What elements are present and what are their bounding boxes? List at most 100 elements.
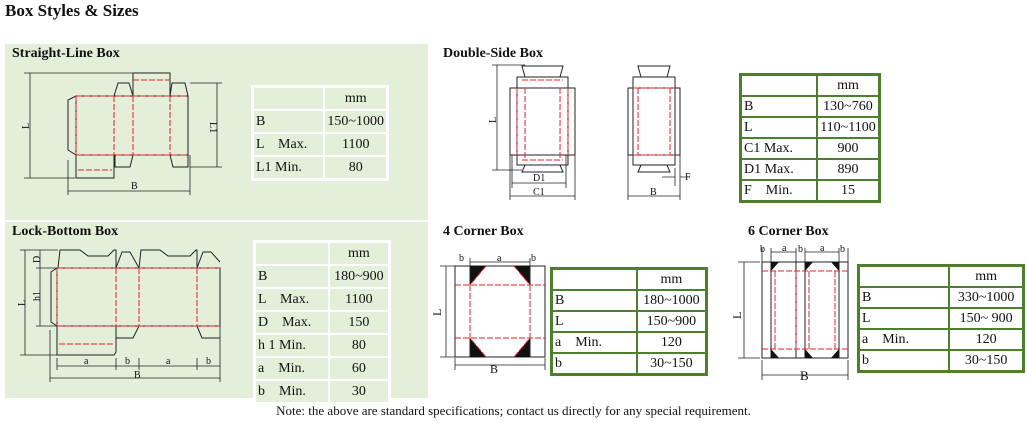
- label-b: b: [531, 253, 536, 264]
- table-row: D Max.150: [253, 310, 391, 335]
- param-cell: L: [550, 310, 638, 333]
- label-D1: D1: [533, 173, 545, 184]
- label-h1: h1: [32, 291, 43, 301]
- label-b: b: [459, 253, 464, 264]
- label-b: b: [840, 244, 845, 255]
- param-cell: L Max.: [251, 132, 326, 157]
- param-cell: a Min.: [857, 328, 951, 351]
- value-cell: 150~900: [635, 310, 708, 333]
- four-corner-title: 4 Corner Box: [443, 224, 524, 239]
- table-header-row: mm: [857, 264, 1025, 288]
- param-cell: L Max.: [253, 287, 330, 312]
- value-cell: 150: [327, 310, 391, 335]
- label-B: B: [490, 362, 498, 376]
- label-b: b: [760, 244, 765, 255]
- empty-header-cell: [857, 264, 951, 288]
- table-header-row: mm: [251, 85, 389, 111]
- label-L: L: [430, 309, 444, 316]
- table-header-row: mm: [253, 240, 391, 266]
- value-cell: 130~760: [815, 95, 881, 118]
- six-corner-title: 6 Corner Box: [748, 224, 829, 239]
- value-cell: 30~150: [635, 352, 708, 376]
- label-B: B: [650, 187, 657, 198]
- table-row: L1 Min.80: [251, 155, 389, 181]
- label-a: a: [497, 253, 502, 264]
- value-cell: 890: [815, 158, 881, 181]
- value-cell: 120: [948, 328, 1025, 351]
- label-a: a: [820, 243, 825, 254]
- four-corner-diagram: b a b L B: [430, 253, 546, 376]
- table-row: F Min.15: [739, 179, 881, 203]
- value-cell: 150~1000: [323, 109, 389, 134]
- label-b: b: [206, 356, 211, 367]
- double-side-title: Double-Side Box: [443, 46, 543, 61]
- param-cell: B: [251, 109, 326, 134]
- param-cell: D1 Max.: [739, 158, 818, 181]
- value-cell: 120: [635, 331, 708, 354]
- label-L: L: [17, 300, 28, 306]
- six-corner-diagram: b a b a b L B: [730, 243, 849, 383]
- label-C1: C1: [533, 187, 545, 198]
- lock-bottom-title: Lock-Bottom Box: [12, 224, 119, 239]
- param-cell: B: [550, 289, 638, 312]
- label-a: a: [166, 356, 171, 367]
- param-cell: b: [857, 349, 951, 373]
- param-cell: L1 Min.: [251, 155, 326, 181]
- param-cell: F Min.: [739, 179, 818, 203]
- param-cell: L: [739, 116, 818, 139]
- label-B: B: [134, 370, 141, 381]
- label-F: F: [685, 172, 691, 183]
- value-cell: 900: [815, 137, 881, 160]
- param-cell: D Max.: [253, 310, 330, 335]
- param-cell: b Min.: [253, 379, 330, 405]
- double-side-diagram: L D1 C1 B F: [488, 64, 691, 200]
- label-B: B: [800, 368, 809, 383]
- lock-bottom-diagram: L h1 D a b a b B: [17, 249, 221, 382]
- value-cell: 80: [327, 333, 391, 358]
- param-cell: h 1 Min.: [253, 333, 330, 358]
- table-row: b Min.30: [253, 379, 391, 405]
- value-cell: 1100: [327, 287, 391, 312]
- unit-header: mm: [635, 267, 708, 291]
- table-row: a Min.120: [857, 328, 1025, 351]
- table-row: h 1 Min.80: [253, 333, 391, 358]
- label-b: b: [125, 356, 130, 367]
- value-cell: 30~150: [948, 349, 1025, 373]
- value-cell: 110~1100: [815, 116, 881, 139]
- page-title: Box Styles & Sizes: [5, 1, 139, 20]
- unit-header: mm: [327, 240, 391, 266]
- empty-header-cell: [251, 85, 326, 111]
- table-row: a Min.60: [253, 356, 391, 381]
- value-cell: 330~1000: [948, 286, 1025, 309]
- unit-header: mm: [948, 264, 1025, 288]
- straight-line-diagram: L B L1: [21, 72, 222, 195]
- value-cell: 30: [327, 379, 391, 405]
- param-cell: C1 Max.: [739, 137, 818, 160]
- empty-header-cell: [550, 267, 638, 291]
- unit-header: mm: [323, 85, 389, 111]
- table-header-row: mm: [550, 267, 708, 291]
- value-cell: 60: [327, 356, 391, 381]
- straight-line-title: Straight-Line Box: [12, 46, 120, 61]
- param-cell: B: [253, 264, 330, 289]
- label-D: D: [32, 256, 43, 263]
- value-cell: 180~900: [327, 264, 391, 289]
- param-cell: a Min.: [253, 356, 330, 381]
- value-cell: 150~ 900: [948, 307, 1025, 330]
- label-L: L: [730, 312, 744, 319]
